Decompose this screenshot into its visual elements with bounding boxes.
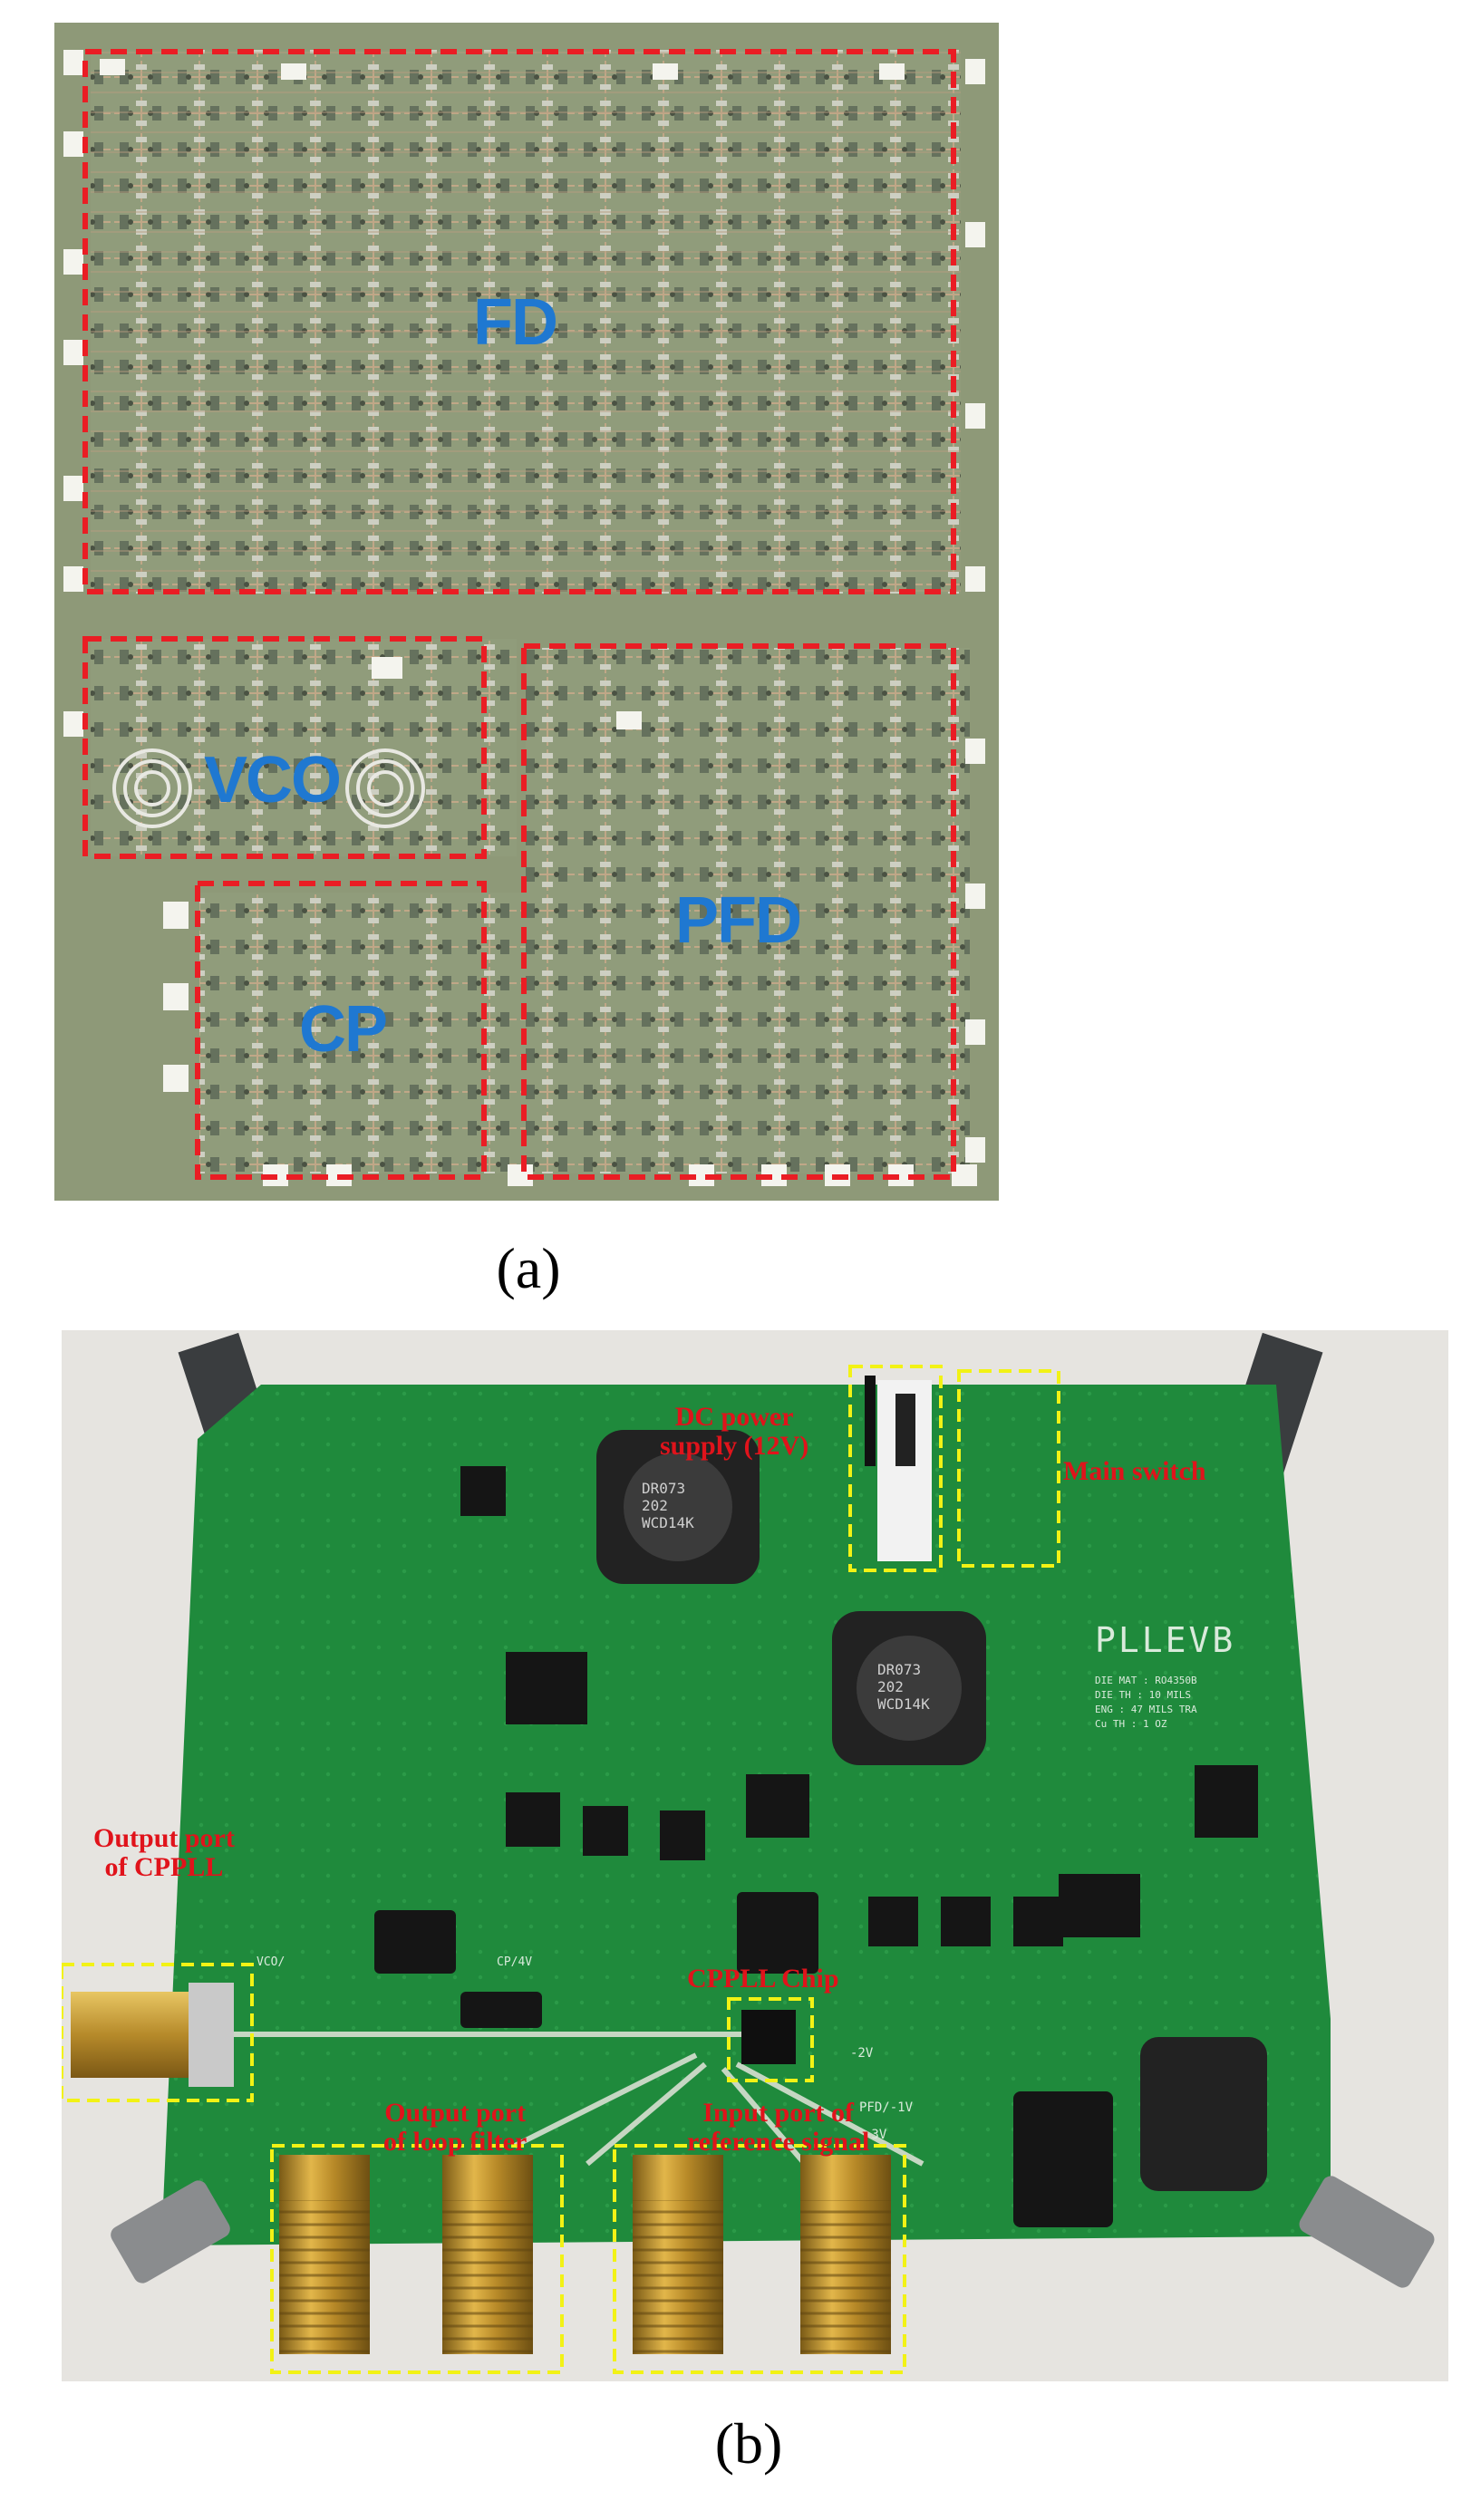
spec-line-2: DIE TH : 10 MILS xyxy=(1095,1689,1191,1701)
inductor-marking-2: DR073 202 WCD14K xyxy=(877,1661,930,1713)
neg2v-silk: -2V xyxy=(850,2046,874,2061)
output-cppll-box xyxy=(62,1963,254,2102)
cppll-chip-package xyxy=(741,2010,796,2064)
board-title: PLLEVB xyxy=(1095,1620,1236,1660)
cppll-chip-box xyxy=(727,1997,814,2082)
main-switch-box xyxy=(957,1369,1060,1568)
spec-line-1: DIE MAT : RO4350B xyxy=(1095,1675,1197,1686)
cp-silk: CP/4V xyxy=(497,1955,533,1969)
pfd-silk: PFD/-1V xyxy=(859,2100,914,2115)
inductor-marking-1: DR073 202 WCD14K xyxy=(642,1480,694,1531)
dc-power-box xyxy=(848,1365,943,1572)
caption-a: (a) xyxy=(496,1236,561,1300)
cp-label: CP xyxy=(299,993,388,1066)
pcb-photo: PLLEVB DIE MAT : RO4350B DIE TH : 10 MIL… xyxy=(62,1330,1448,2381)
loop-filter-box xyxy=(270,2144,564,2374)
reference-input-box xyxy=(613,2144,906,2374)
pfd-outline xyxy=(521,643,956,1180)
output-cppll-label: Output port of CPPLL xyxy=(93,1823,235,1882)
output-sma-connector xyxy=(71,1983,234,2087)
cppll-chip-label: CPPLL Chip xyxy=(687,1964,839,1994)
cp-outline xyxy=(195,881,487,1180)
neg3v-silk: -3V xyxy=(864,2128,887,2142)
vco-silk: VCO/ xyxy=(257,1955,286,1969)
chip-layout-drawing xyxy=(54,23,999,1201)
caption-b: (b) xyxy=(714,2411,783,2476)
vco-outline xyxy=(82,636,487,859)
power-inductors xyxy=(596,1430,1267,2191)
main-switch-label: Main switch xyxy=(1063,1456,1206,1486)
pcb-drawing xyxy=(62,1330,1448,2381)
spec-line-3: ENG : 47 MILS TRA xyxy=(1095,1704,1197,1715)
vco-label: VCO xyxy=(204,744,342,816)
dc-power-label: DC power supply (12V) xyxy=(660,1402,809,1461)
reference-input-label: Input port of reference signal xyxy=(687,2098,870,2157)
fd-outline xyxy=(82,49,956,594)
chip-micrograph: FD VCO CP PFD xyxy=(54,23,999,1201)
fd-label: FD xyxy=(473,286,558,359)
pfd-label: PFD xyxy=(675,884,802,957)
vco-inductors xyxy=(112,748,425,828)
loop-filter-label: Output port of loop filter xyxy=(383,2098,528,2157)
spec-line-4: Cu TH : 1 OZ xyxy=(1095,1718,1167,1730)
bottom-sma-connectors xyxy=(279,2155,891,2354)
